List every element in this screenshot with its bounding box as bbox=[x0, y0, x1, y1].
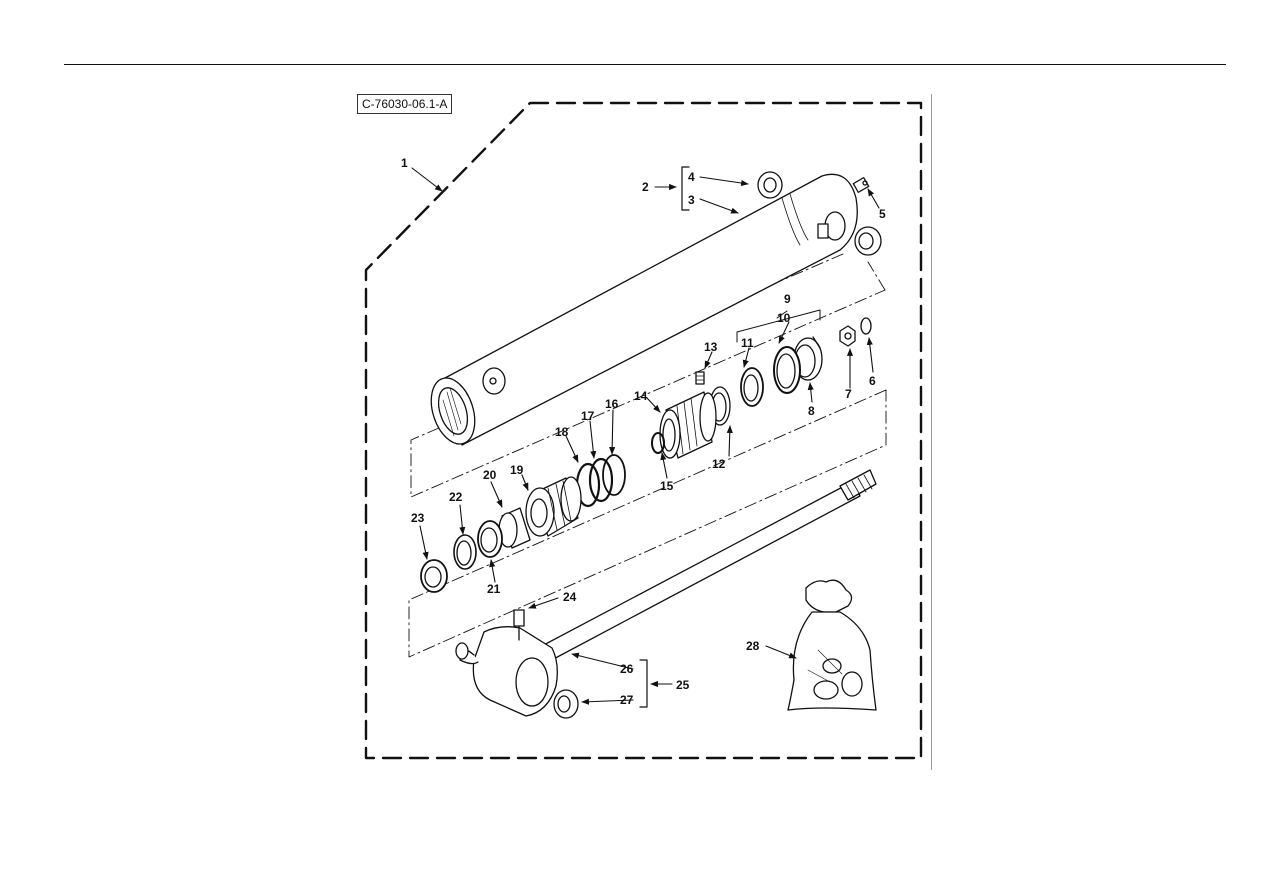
callout-26: 26 bbox=[620, 662, 634, 676]
gland-19 bbox=[525, 476, 582, 537]
callout-18: 18 bbox=[555, 425, 569, 439]
callout-5: 5 bbox=[879, 207, 886, 221]
callout-16: 16 bbox=[605, 397, 619, 411]
grease-fitting-24 bbox=[513, 609, 525, 641]
piston-14 bbox=[659, 391, 717, 459]
retaining-ring-6 bbox=[860, 317, 872, 335]
callout-11: 11 bbox=[741, 336, 754, 350]
callout-10: 10 bbox=[777, 311, 791, 325]
callout-20: 20 bbox=[483, 468, 497, 482]
callout-1: 1 bbox=[401, 156, 408, 170]
wiper-23 bbox=[420, 559, 448, 593]
phantom-lines bbox=[408, 253, 887, 658]
setscrew-13 bbox=[695, 371, 705, 385]
callout-6: 6 bbox=[869, 374, 876, 388]
buffer-ring-22 bbox=[453, 534, 477, 570]
callout-15: 15 bbox=[660, 479, 674, 493]
figure-id-label: C-76030-06.1-A bbox=[357, 94, 453, 114]
callout-19: 19 bbox=[510, 463, 524, 477]
parts-kit-bag-28 bbox=[787, 579, 877, 711]
spacer-20 bbox=[498, 507, 531, 549]
page-top-rule bbox=[64, 64, 1226, 65]
callout-23: 23 bbox=[411, 511, 425, 525]
seal-10 bbox=[773, 346, 801, 394]
callout-4: 4 bbox=[688, 170, 695, 184]
bracket-item-25 bbox=[639, 659, 648, 708]
piston-rod-26 bbox=[455, 469, 877, 717]
o-ring-17 bbox=[588, 457, 614, 503]
rod-seal-21 bbox=[477, 520, 503, 558]
assembly-boundary-dashed bbox=[364, 101, 923, 760]
leader-arrows bbox=[411, 167, 880, 705]
callout-3: 3 bbox=[688, 193, 695, 207]
callout-2: 2 bbox=[642, 180, 649, 194]
page-right-rule bbox=[931, 94, 932, 770]
callout-25: 25 bbox=[676, 678, 690, 692]
callout-14: 14 bbox=[634, 389, 648, 403]
callout-17: 17 bbox=[581, 409, 595, 423]
bracket-item-2 bbox=[681, 166, 690, 211]
grease-fitting-5 bbox=[852, 177, 870, 193]
nut-7 bbox=[839, 325, 856, 347]
barrel-bushing-lower bbox=[854, 226, 882, 256]
barrel-bushing-upper bbox=[757, 171, 783, 199]
cylinder-barrel bbox=[430, 173, 858, 446]
seal-ring-11 bbox=[740, 367, 764, 407]
callout-21: 21 bbox=[487, 582, 501, 596]
callout-12: 12 bbox=[712, 457, 726, 471]
callout-22: 22 bbox=[449, 490, 463, 504]
callout-28: 28 bbox=[746, 639, 760, 653]
callout-27: 27 bbox=[620, 693, 634, 707]
bracket-item-9 bbox=[736, 309, 821, 343]
callout-labels: 1 2 3 4 5 6 7 8 9 10 11 12 13 14 15 16 1… bbox=[401, 156, 886, 707]
callout-7: 7 bbox=[845, 387, 852, 401]
callout-24: 24 bbox=[563, 590, 577, 604]
o-ring-15 bbox=[651, 432, 665, 454]
callout-8: 8 bbox=[808, 404, 815, 418]
callout-13: 13 bbox=[704, 340, 718, 354]
callout-9: 9 bbox=[784, 292, 791, 306]
rod-bushing-27 bbox=[553, 689, 579, 719]
